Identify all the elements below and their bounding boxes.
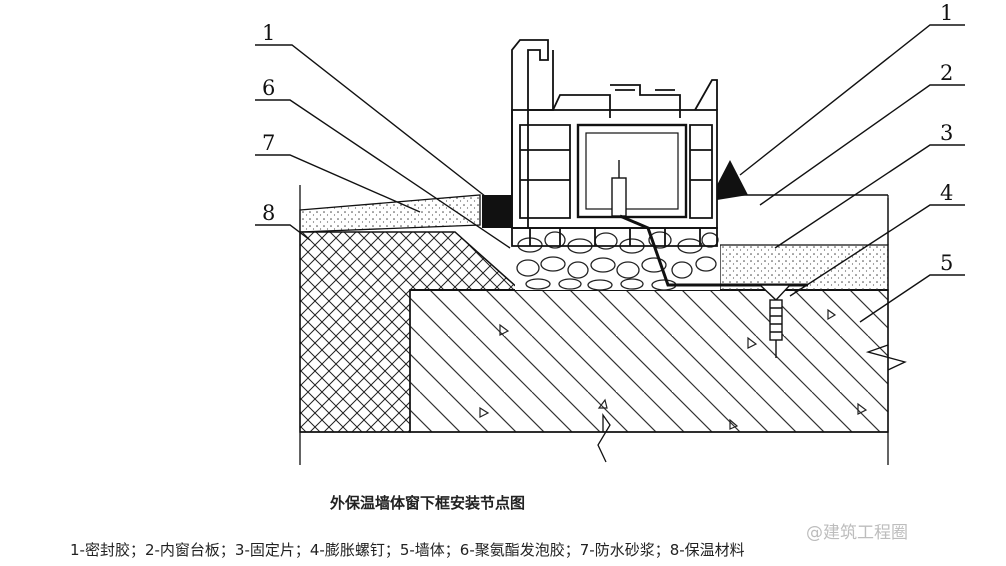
callout-left-8: 8	[262, 201, 275, 225]
callout-right-1: 1	[940, 1, 953, 25]
interior-sill-board	[719, 194, 889, 291]
wall-body	[300, 289, 889, 433]
polyurethane-foam	[515, 228, 720, 291]
fixing-plate	[619, 214, 808, 287]
callout-left-6: 6	[262, 76, 275, 100]
expansion-screw	[758, 284, 792, 358]
diagram-legend: 1-密封胶；2-内窗台板；3-固定片；4-膨胀螺钉；5-墙体；6-聚氨酯发泡胶；…	[70, 541, 745, 559]
callout-left-7: 7	[262, 131, 275, 155]
watermark: @建筑工程圈	[806, 523, 908, 543]
callout-right-5: 5	[940, 251, 953, 275]
callout-left-1: 1	[262, 21, 275, 45]
sealant	[482, 160, 748, 228]
leader-lines	[255, 24, 965, 323]
frame-screw	[611, 160, 627, 217]
callout-right-4: 4	[940, 181, 953, 205]
callout-right-3: 3	[940, 121, 953, 145]
diagram-title: 外保温墙体窗下框安装节点图	[330, 494, 526, 512]
waterproof-mortar	[299, 194, 481, 233]
callout-right-2: 2	[940, 61, 953, 85]
